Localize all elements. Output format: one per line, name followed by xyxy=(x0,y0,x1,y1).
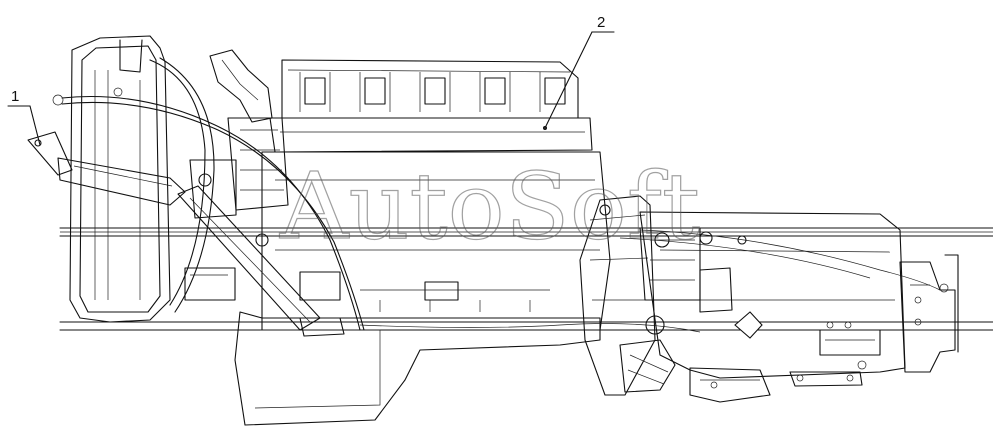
lower-hose xyxy=(177,185,345,337)
callout-2: 2 xyxy=(543,14,615,131)
bell-housing xyxy=(579,195,676,396)
intake-pipe xyxy=(209,49,273,123)
gearbox xyxy=(639,211,959,379)
radiator-assembly xyxy=(69,35,236,323)
fuel-pump-block xyxy=(189,117,289,247)
watermark: AutoSoft xyxy=(279,153,700,260)
filler-neck xyxy=(27,131,186,206)
callout-1-label: 1 xyxy=(11,88,19,105)
callout-1: 1 xyxy=(7,88,41,146)
valve-cover-ribs xyxy=(299,72,566,112)
transmission-lower xyxy=(689,367,863,403)
callout-2-label: 2 xyxy=(597,14,605,31)
engine-block xyxy=(234,59,611,426)
